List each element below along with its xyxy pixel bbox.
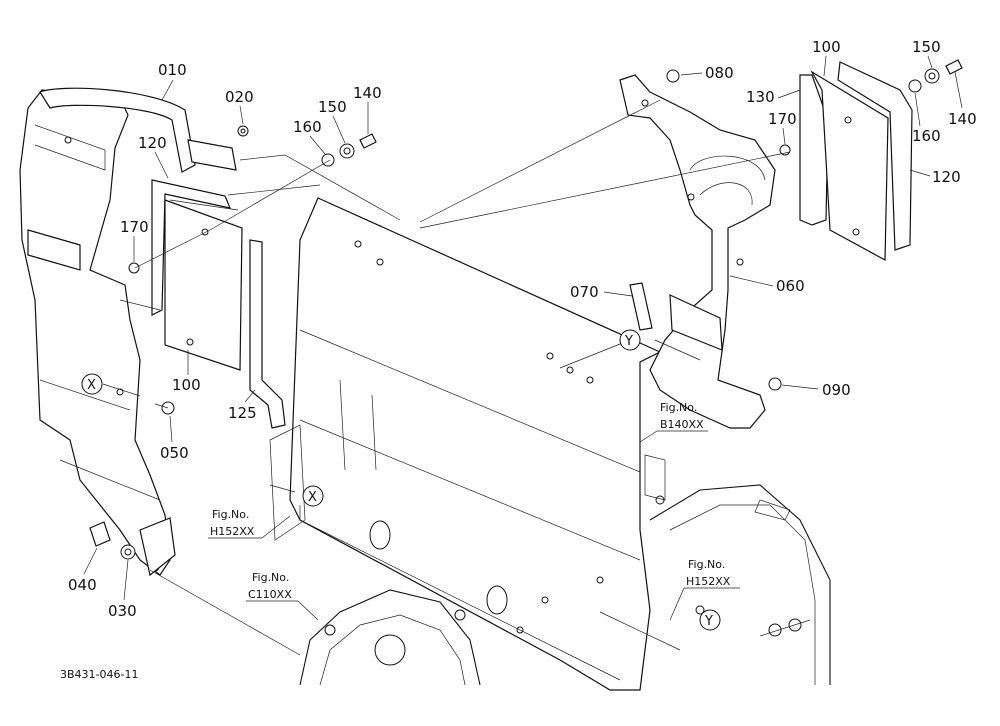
- handle-020: [39, 87, 249, 173]
- callout-y-bottom-text: Y: [704, 614, 713, 629]
- label-125: 125: [228, 404, 257, 422]
- callout-x-center-text: X: [308, 490, 317, 505]
- part-labels: 010 020 150 140 160 120 170 100 125 050 …: [68, 38, 977, 620]
- label-160-left: 160: [293, 118, 322, 136]
- fig-ref-c110-title: Fig.No.: [252, 571, 289, 584]
- callout-x-center: X: [302, 485, 324, 507]
- leader-lines: [102, 99, 791, 681]
- bracket-120-left: [151, 179, 239, 316]
- pad-100-left: [164, 199, 243, 371]
- fig-ref-b140-title: Fig.No.: [660, 401, 697, 414]
- label-120-right: 120: [932, 168, 961, 186]
- label-100-left: 100: [172, 376, 201, 394]
- label-010: 010: [158, 61, 187, 79]
- washer-030-hole: [124, 548, 132, 556]
- label-070: 070: [570, 283, 599, 301]
- label-160-right: 160: [912, 127, 941, 145]
- label-040: 040: [68, 576, 97, 594]
- handle-assembly-060: [619, 74, 776, 429]
- pad-100-right: [810, 70, 889, 261]
- side-cover-010: [19, 89, 176, 577]
- nut-090: [768, 377, 782, 391]
- fig-ref-h152-right-code: H152XX: [686, 575, 731, 588]
- label-130: 130: [746, 88, 775, 106]
- label-060: 060: [776, 277, 805, 295]
- callout-y-center: Y: [619, 329, 641, 351]
- central-panel: [269, 197, 662, 691]
- fasteners-140-150-160-right: [908, 59, 963, 93]
- washer-170-left: [128, 262, 140, 274]
- fig-ref-b140-code: B140XX: [660, 418, 704, 431]
- fig-ref-h152-right-title: Fig.No.: [688, 558, 725, 571]
- label-100-right: 100: [812, 38, 841, 56]
- fig-ref-c110: Fig.No. C110XX: [246, 571, 319, 621]
- fig-ref-b140: Fig.No. B140XX: [639, 401, 708, 443]
- callout-y-bottom: Y: [699, 609, 721, 631]
- label-150-right: 150: [912, 38, 941, 56]
- callout-x-left-text: X: [87, 378, 96, 393]
- nut-080: [666, 69, 680, 83]
- fig-ref-h152-left-code: H152XX: [210, 525, 255, 538]
- label-150-left: 150: [318, 98, 347, 116]
- label-170-right: 170: [768, 110, 797, 128]
- fig-ref-h152-right: Fig.No. H152XX: [669, 558, 740, 621]
- label-170-left: 170: [120, 218, 149, 236]
- label-140-left: 140: [353, 84, 382, 102]
- fig-ref-c110-code: C110XX: [248, 588, 292, 601]
- drawing-id: 3B431-046-11: [60, 668, 138, 681]
- label-030: 030: [108, 602, 137, 620]
- fig-ref-h152-left: Fig.No. H152XX: [208, 508, 291, 539]
- bolt-050: [154, 401, 175, 415]
- strip-130: [799, 74, 829, 226]
- bolt-040: [89, 521, 111, 547]
- label-090: 090: [822, 381, 851, 399]
- label-020: 020: [225, 88, 254, 106]
- fasteners-140-150-160-left: [321, 133, 377, 167]
- label-050: 050: [160, 444, 189, 462]
- bracket-120-right: [837, 61, 913, 251]
- fig-ref-h152-left-title: Fig.No.: [212, 508, 249, 521]
- strip-125: [249, 239, 286, 429]
- strip-070: [629, 282, 653, 331]
- callout-y-center-text: Y: [624, 334, 633, 349]
- label-140-right: 140: [948, 110, 977, 128]
- label-080: 080: [705, 64, 734, 82]
- callout-x-left: X: [81, 373, 103, 395]
- transmission-housing: [299, 454, 831, 686]
- label-120-left: 120: [138, 134, 167, 152]
